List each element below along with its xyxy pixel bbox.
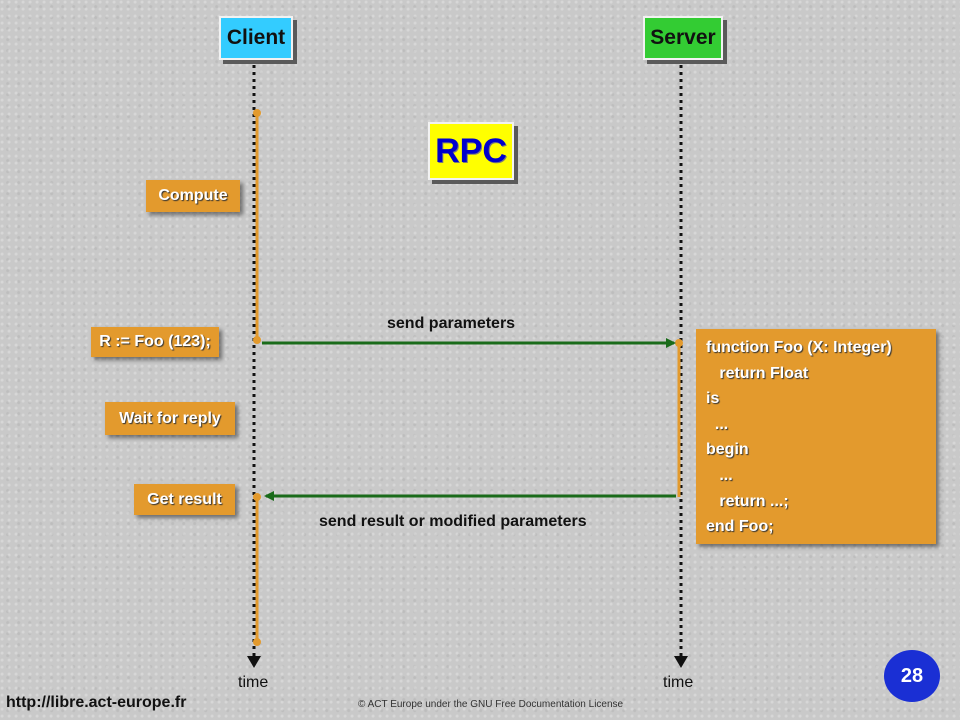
code-line: is (706, 390, 720, 408)
call-step: R := Foo (123); (91, 327, 219, 357)
code-line: return ...; (706, 492, 789, 510)
activation-dot (253, 336, 261, 344)
code-line: begin (706, 441, 749, 459)
code-line: ... (706, 466, 733, 484)
activation-dot (253, 109, 261, 117)
result-step: Get result (134, 484, 235, 515)
compute-step: Compute (146, 180, 240, 212)
activation-dot (253, 493, 261, 501)
activation-dot (253, 638, 261, 646)
page-number-badge: 28 (884, 650, 940, 702)
server-time-label: time (663, 674, 694, 691)
client-lifeline-arrowhead (247, 656, 261, 668)
reply-message-label: send result or modified parameters (319, 513, 587, 530)
code-line: end Foo; (706, 518, 774, 536)
request-message-label: send parameters (387, 315, 516, 332)
footer-license: © ACT Europe under the GNU Free Document… (358, 699, 624, 710)
footer-url[interactable]: http://libre.act-europe.fr (6, 694, 187, 711)
server-lifeline-arrowhead (674, 656, 688, 668)
wait-step: Wait for reply (105, 402, 235, 435)
code-line: ... (706, 415, 729, 433)
client-time-label: time (238, 674, 269, 691)
client-header: Client (219, 16, 293, 60)
activation-dot (675, 339, 683, 347)
code-line: return Float (706, 364, 809, 382)
server-code-box: function Foo (X: Integer) return Float i… (696, 329, 936, 544)
code-line: function Foo (X: Integer) (706, 339, 892, 356)
server-header: Server (643, 16, 723, 60)
slide-title: RPC (428, 122, 514, 180)
